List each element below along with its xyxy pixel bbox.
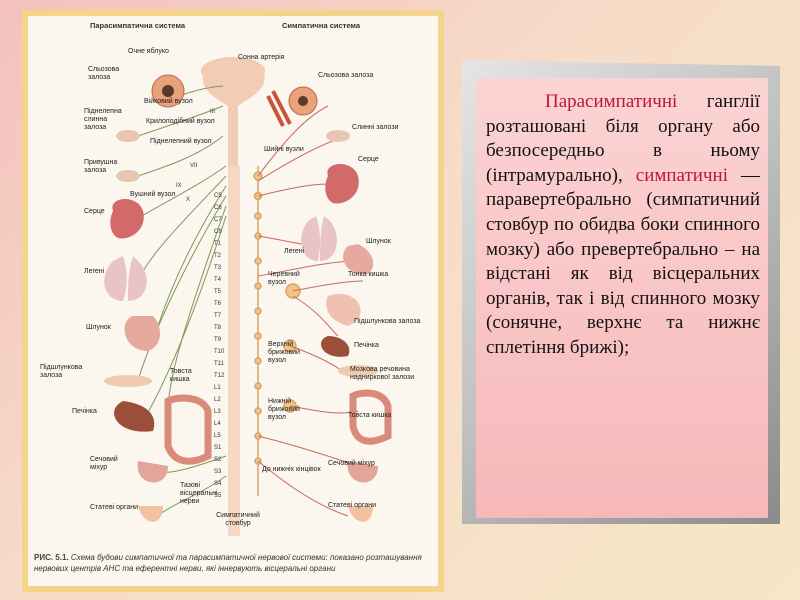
spinal-segment-label: T4 [214,277,222,283]
figure-caption: РИС. 5.1. Схема будови симпатичної та па… [34,552,434,574]
label-cranial-iii: III [210,109,216,115]
text-part-1: ганглії розташовані біля органу або безп… [486,91,761,186]
label-liver-right: Печінка [354,342,379,349]
header-parasympathetic: Парасимпатична система [90,21,186,30]
label-carotid-artery: Сонна артерія [238,54,285,61]
spinal-segment-label: L1 [214,385,221,391]
parasympathetic-nerves [132,85,227,517]
spinal-segment-label: T6 [214,301,222,307]
spinal-segment-label: T12 [214,373,225,379]
label-inferior-mesenteric-ganglion: Нижній брижовий вузол [268,398,300,421]
spinal-segment-label: T9 [214,337,222,343]
spinal-segment-label: S2 [214,457,222,463]
label-cranial-ix: IX [176,183,182,189]
spinal-segment-label: L4 [214,421,221,427]
brain-spinal-cord [201,57,265,537]
label-stomach-left: Шлунок [86,324,111,331]
term-parasympathetic: Парасимпатичні [544,91,678,112]
spinal-segment-label: S5 [214,493,222,499]
label-eyeball: Очне яблуко [128,48,169,55]
spinal-segment-label: T11 [214,361,224,367]
label-sympathetic-trunk: Симпатичний стовбур [216,512,260,527]
label-lower-limbs: До нижніх кінцівок [262,466,321,473]
spinal-segment-label: C8 [214,229,222,235]
spinal-segment-label: T3 [214,265,222,271]
spinal-segment-label: C5 [214,193,222,199]
text-card: Парасимпатичні ганглії розташовані біля … [476,78,768,518]
ganglia-description: Парасимпатичні ганглії розташовані біля … [486,90,760,361]
spinal-segment-label: S3 [214,469,222,475]
label-submandibular-ganglion: Піднелепний вузол [150,138,212,145]
spinal-segment-label: T1 [214,241,222,247]
label-superior-mesenteric-ganglion: Верхній брижовий вузол [268,341,300,364]
caption-text: Схема будови симпатичної та парасимпатич… [34,553,422,573]
label-parotid-gland: Привушна залоза [84,159,118,174]
term-sympathetic: симпатичні [635,164,728,186]
label-pancreas-right: Підшлункова залоза [354,318,421,325]
spinal-segment-label: T8 [214,325,222,331]
spinal-segment-label: T10 [214,349,225,355]
spinal-segment-label: C7 [214,217,222,223]
label-pterygopalatine-ganglion: Крилоподібний вузол [146,118,215,125]
spinal-segment-label: L5 [214,433,221,439]
header-sympathetic: Симпатична система [282,21,361,30]
label-liver-left: Печінка [72,408,97,415]
label-celiac-ganglion: Черевний вузол [268,271,300,286]
text-part-2: — паравертебрально (симпатичний стовбур … [486,164,760,358]
label-stomach-right: Шлунок [366,238,391,245]
label-otic-ganglion: Вушний вузол [130,191,176,198]
label-pelvic-nerves: Тазові вісцеральні нерви [180,482,218,505]
label-cranial-x: X [186,197,191,203]
spinal-segment-label: L2 [214,397,221,403]
label-small-intestine: Тонка кишка [348,271,389,278]
label-salivary-glands: Слинні залози [352,124,399,131]
anatomy-figure-frame: Парасимпатична система Симпатична систем… [22,10,444,592]
label-colon-right: Товста кишка [348,412,392,419]
label-genitals-right: Статеві органи [328,502,377,509]
spinal-segment-label: T5 [214,289,222,295]
label-ciliary-ganglion: Війковий вузол [144,98,193,105]
sympathetic-chain [253,166,301,496]
label-bladder-left: Сечовий міхур [90,456,118,471]
label-genitals-left: Статеві органи [90,504,139,511]
label-lacrimal-gland-right: Сльозова залоза [318,72,374,79]
spinal-segment-label: S1 [214,445,222,451]
spinal-segment-label: T7 [214,313,222,319]
label-heart-left: Серце [84,208,105,215]
label-bladder-right: Сечовий міхур [328,460,375,467]
label-lungs-right: Легені [284,248,305,255]
nervous-system-diagram [104,57,392,537]
label-colon-left: Товста кишка [170,368,192,383]
label-cervical-ganglia: Шийні вузли [264,146,304,153]
organs [104,74,392,522]
label-lacrimal-gland-left: Сльозова залоза [88,66,120,81]
label-heart-right: Серце [358,156,379,163]
label-submandibular-gland: Піднелепна слинна залоза [84,108,122,131]
label-adrenal-medulla: Мозкова речовина надниркової залози [350,366,415,381]
label-lungs-left: Легені [84,268,105,275]
label-pancreas-left: Підшлункова залоза [40,364,83,379]
caption-tag: РИС. 5.1. [34,553,69,562]
spinal-segment-label: L3 [214,409,221,415]
label-cranial-vii: VII [190,163,198,169]
spinal-segment-label: S4 [214,481,222,487]
anatomy-figure: Парасимпатична система Симпатична систем… [28,16,438,586]
spinal-segment-label: C6 [214,205,222,211]
spinal-segment-label: T2 [214,253,222,259]
